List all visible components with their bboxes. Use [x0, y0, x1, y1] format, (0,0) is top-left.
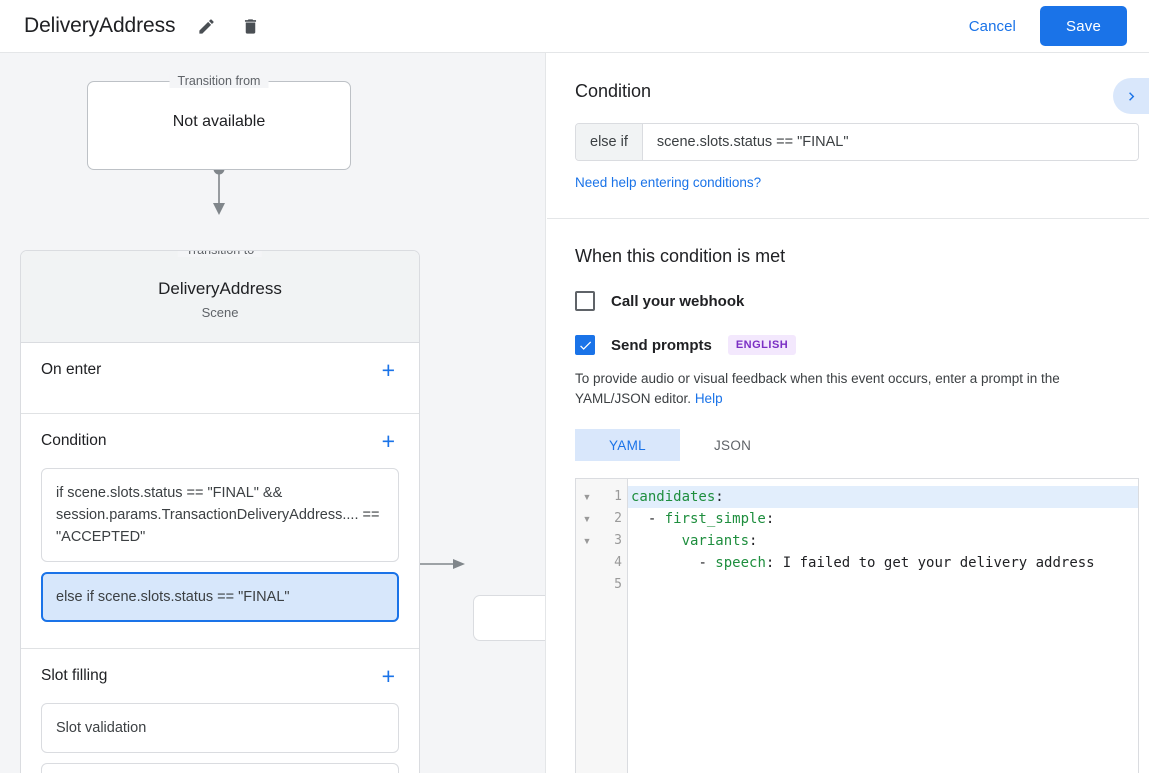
code-area[interactable]: candidates: - first_simple: variants: - …: [628, 479, 1138, 773]
code-line[interactable]: - speech: I failed to get your delivery …: [698, 555, 1095, 571]
section-title-slot-filling: Slot filling: [41, 667, 108, 684]
cancel-button[interactable]: Cancel: [959, 10, 1026, 43]
language-badge: ENGLISH: [727, 335, 797, 355]
tab-yaml[interactable]: YAML: [575, 429, 680, 461]
transition-from-legend: Transition from: [169, 74, 269, 88]
webhook-row[interactable]: Call your webhook: [575, 291, 1121, 311]
fold-spacer: [576, 552, 598, 574]
section-header: On enter +: [41, 343, 399, 397]
details-panel: Condition else if Need help entering con…: [547, 53, 1149, 773]
line-number: 2: [614, 511, 622, 526]
send-prompts-row[interactable]: Send prompts ENGLISH: [575, 335, 1121, 355]
fold-toggle-icon[interactable]: ▼: [582, 536, 592, 546]
top-bar: DeliveryAddress Cancel Save: [0, 0, 1149, 53]
line-number: 1: [614, 489, 622, 504]
add-on-enter-button[interactable]: +: [378, 357, 399, 384]
add-slot-filling-button[interactable]: +: [378, 663, 399, 690]
line-number: 4: [614, 555, 622, 570]
fold-gutter[interactable]: ▼ ▼ ▼: [576, 479, 598, 773]
condition-prefix: else if: [576, 124, 643, 160]
send-prompts-label[interactable]: Send prompts: [611, 336, 712, 354]
slot-item-validation[interactable]: Slot validation: [41, 703, 399, 753]
code-editor[interactable]: ▼ ▼ ▼ 1 2 3 4 5 candidates: - first_simple: va…: [575, 478, 1139, 773]
code-line[interactable]: variants:: [681, 533, 758, 549]
condition-help-link[interactable]: Need help entering conditions?: [575, 175, 762, 190]
editor-tabs: YAML JSON: [575, 429, 1121, 461]
prompts-helper-text: To provide audio or visual feedback when…: [575, 369, 1121, 409]
line-number-gutter: 1 2 3 4 5: [598, 479, 628, 773]
condition-item[interactable]: if scene.slots.status == "FINAL" && sess…: [41, 468, 399, 562]
prompts-help-link[interactable]: Help: [694, 391, 723, 406]
prompts-helper-body: To provide audio or visual feedback when…: [575, 371, 1060, 406]
send-prompts-checkbox[interactable]: [575, 335, 595, 355]
fold-spacer: [576, 574, 598, 596]
graph-canvas[interactable]: Transition from Not available Transition…: [0, 53, 546, 773]
pencil-icon[interactable]: [193, 13, 219, 39]
section-title-on-enter: On enter: [41, 361, 102, 378]
condition-input[interactable]: [642, 124, 1138, 160]
section-on-enter: On enter +: [21, 343, 419, 414]
section-title-condition: Condition: [41, 432, 107, 449]
section-condition: Condition + if scene.slots.status == "FI…: [21, 414, 419, 649]
slot-item-transaction[interactable]: TransactionDeliveryAddress: [41, 763, 399, 773]
save-button[interactable]: Save: [1040, 6, 1127, 46]
line-number: 3: [614, 533, 622, 548]
condition-heading: Condition: [575, 81, 652, 101]
when-met-heading: When this condition is met: [575, 246, 786, 266]
code-line[interactable]: candidates:: [628, 486, 1138, 508]
scene-subtitle: Scene: [201, 305, 239, 320]
fold-toggle-icon[interactable]: ▼: [582, 492, 592, 502]
line-number: 5: [614, 577, 622, 592]
call-webhook-label[interactable]: Call your webhook: [611, 292, 745, 310]
when-condition-met-section: When this condition is met Call your web…: [547, 219, 1149, 773]
transition-to-node[interactable]: Transition to DeliveryAddress Scene On e…: [20, 250, 420, 773]
code-line[interactable]: - first_simple:: [647, 511, 775, 527]
chevron-right-icon[interactable]: [1113, 78, 1149, 114]
scene-header: DeliveryAddress Scene: [21, 251, 419, 343]
call-webhook-checkbox[interactable]: [575, 291, 595, 311]
transition-from-title: Not available: [172, 113, 266, 130]
condition-section: Condition else if Need help entering con…: [547, 53, 1149, 219]
trash-icon[interactable]: [237, 13, 263, 39]
transition-from-node[interactable]: Transition from Not available: [87, 74, 351, 170]
section-header: Condition +: [41, 414, 399, 468]
condition-item-selected[interactable]: else if scene.slots.status == "FINAL": [41, 572, 399, 622]
transition-target-stub-node[interactable]: [473, 595, 545, 641]
fold-toggle-icon[interactable]: ▼: [582, 514, 592, 524]
section-slot-filling: Slot filling + Slot validation Transacti…: [21, 649, 419, 773]
page-title: DeliveryAddress: [24, 14, 176, 37]
tab-json[interactable]: JSON: [713, 437, 752, 453]
code-line[interactable]: [628, 574, 1138, 596]
scene-name: DeliveryAddress: [158, 279, 282, 298]
transition-to-legend: Transition to: [177, 251, 263, 257]
check-icon: [579, 340, 591, 350]
section-header: Slot filling +: [41, 649, 399, 703]
condition-field[interactable]: else if: [575, 123, 1139, 161]
add-condition-button[interactable]: +: [378, 428, 399, 455]
